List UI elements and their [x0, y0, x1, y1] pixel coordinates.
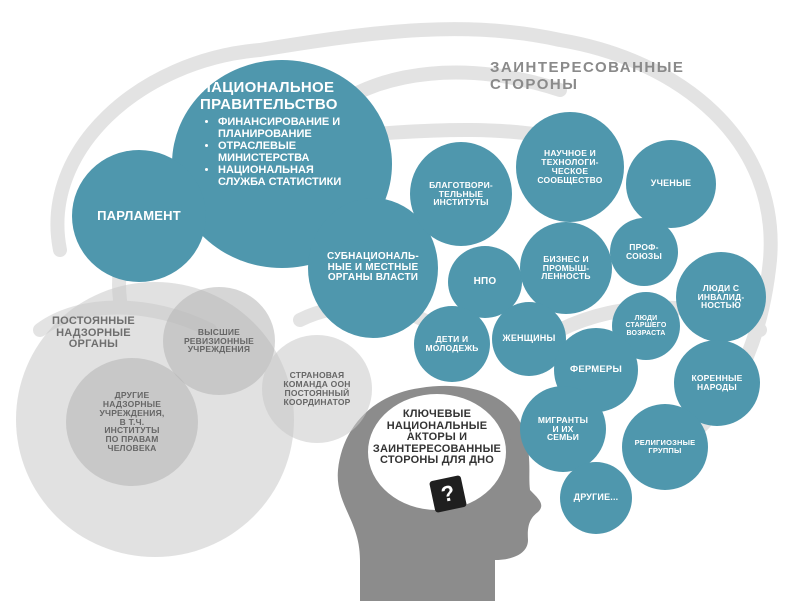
- stakeholders-title: ЗАИНТЕРЕСОВАННЫЕ СТОРОНЫ: [490, 59, 685, 93]
- other-oversight-bubble: ДРУГИЕ НАДЗОРНЫЕ УЧРЕЖДЕНИЯ, В Т.Ч. ИНСТ…: [66, 358, 198, 486]
- government-item: НАЦИОНАЛЬНАЯ СЛУЖБА СТАТИСТИКИ: [218, 164, 382, 188]
- question-mark-glyph: ?: [438, 479, 458, 508]
- unions-label: ПРОФ- СОЮЗЫ: [626, 242, 662, 261]
- disabled-people-bubble: ЛЮДИ С ИНВАЛИД- НОСТЬЮ: [676, 252, 766, 342]
- other-stakeholders-label: ДРУГИЕ...: [573, 492, 619, 503]
- migrants-bubble: МИГРАНТЫ И ИХ СЕМЬИ: [520, 386, 606, 472]
- government-items: ФИНАНСИРОВАНИЕ И ПЛАНИРОВАНИЕ ОТРАСЛЕВЫЕ…: [200, 116, 382, 188]
- women-bubble: ЖЕНЩИНЫ: [492, 302, 566, 376]
- science-community-bubble: НАУЧНОЕ И ТЕХНОЛОГИ- ЧЕСКОЕ СООБЩЕСТВО: [516, 112, 624, 222]
- subnational-bubble: СУБНАЦИОНАЛЬ- НЫЕ И МЕСТНЫЕ ОРГАНЫ ВЛАСТ…: [308, 198, 438, 338]
- indigenous-label: КОРЕННЫЕ НАРОДЫ: [691, 373, 743, 392]
- government-item: ОТРАСЛЕВЫЕ МИНИСТЕРСТВА: [218, 140, 382, 164]
- business-label: БИЗНЕС И ПРОМЫШ- ЛЕННОСТЬ: [541, 253, 591, 282]
- ngo-label: НПО: [473, 275, 497, 287]
- national-government-title: НАЦИОНАЛЬНОЕ ПРАВИТЕЛЬСТВО: [200, 79, 338, 113]
- religious-groups-label: РЕЛИГИОЗНЫЕ ГРУППЫ: [634, 438, 696, 455]
- unions-bubble: ПРОФ- СОЮЗЫ: [610, 218, 678, 286]
- migrants-label: МИГРАНТЫ И ИХ СЕМЬИ: [537, 414, 589, 443]
- parliament-bubble: ПАРЛАМЕНТ: [72, 150, 206, 282]
- elderly-label: ЛЮДИ СТАРШЕГО ВОЗРАСТА: [625, 314, 667, 337]
- disabled-people-label: ЛЮДИ С ИНВАЛИД- НОСТЬЮ: [697, 282, 745, 311]
- children-youth-label: ДЕТИ И МОЛОДЕЖЬ: [425, 334, 479, 353]
- charity-label: БЛАГОТВОРИ- ТЕЛЬНЫЕ ИНСТИТУТЫ: [429, 179, 493, 208]
- question-mark-icon: ?: [429, 475, 467, 513]
- farmers-label: ФЕРМЕРЫ: [570, 364, 622, 376]
- scientists-bubble: УЧЕНЫЕ: [626, 140, 716, 228]
- religious-groups-bubble: РЕЛИГИОЗНЫЕ ГРУППЫ: [622, 404, 708, 490]
- key-actors-label: КЛЮЧЕВЫЕ НАЦИОНАЛЬНЫЕ АКТОРЫ И ЗАИНТЕРЕС…: [372, 408, 502, 467]
- charity-bubble: БЛАГОТВОРИ- ТЕЛЬНЫЕ ИНСТИТУТЫ: [410, 142, 512, 246]
- children-youth-bubble: ДЕТИ И МОЛОДЕЖЬ: [414, 306, 490, 382]
- permanent-oversight-label: ПОСТОЯННЫЕ НАДЗОРНЫЕ ОРГАНЫ: [52, 315, 135, 351]
- subnational-label: СУБНАЦИОНАЛЬ- НЫЕ И МЕСТНЫЕ ОРГАНЫ ВЛАСТ…: [327, 251, 419, 284]
- parliament-label: ПАРЛАМЕНТ: [97, 208, 181, 224]
- science-community-label: НАУЧНОЕ И ТЕХНОЛОГИ- ЧЕСКОЕ СООБЩЕСТВО: [537, 148, 603, 185]
- women-label: ЖЕНЩИНЫ: [502, 333, 556, 344]
- other-stakeholders-bubble: ДРУГИЕ...: [560, 462, 632, 534]
- supreme-audit-bubble: ВЫСШИЕ РЕВИЗИОННЫЕ УЧРЕЖДЕНИЯ: [163, 287, 275, 395]
- business-bubble: БИЗНЕС И ПРОМЫШ- ЛЕННОСТЬ: [520, 222, 612, 314]
- un-country-team-bubble: СТРАНОВАЯ КОМАНДА ООН ПОСТОЯННЫЙ КООРДИН…: [262, 335, 372, 443]
- scientists-label: УЧЕНЫЕ: [650, 178, 692, 189]
- supreme-audit-label: ВЫСШИЕ РЕВИЗИОННЫЕ УЧРЕЖДЕНИЯ: [183, 326, 255, 355]
- un-country-team-label: СТРАНОВАЯ КОМАНДА ООН ПОСТОЯННЫЙ КООРДИН…: [283, 370, 351, 407]
- other-oversight-label: ДРУГИЕ НАДЗОРНЫЕ УЧРЕЖДЕНИЯ, В Т.Ч. ИНСТ…: [99, 389, 165, 454]
- national-government-bubble: НАЦИОНАЛЬНОЕ ПРАВИТЕЛЬСТВО ФИНАНСИРОВАНИ…: [172, 60, 392, 268]
- government-item: ФИНАНСИРОВАНИЕ И ПЛАНИРОВАНИЕ: [218, 116, 382, 140]
